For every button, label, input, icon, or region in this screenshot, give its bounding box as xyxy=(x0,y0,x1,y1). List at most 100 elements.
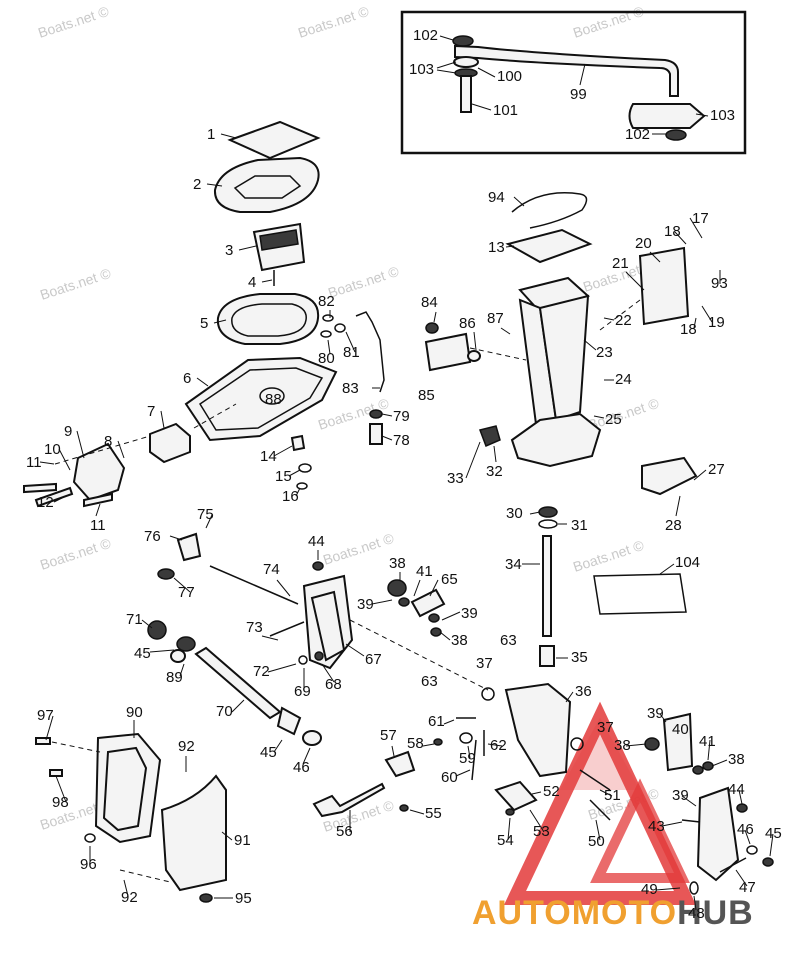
callout-23: 23 xyxy=(596,344,613,361)
callout-93: 93 xyxy=(711,275,728,292)
callout-18: 18 xyxy=(664,223,681,240)
callout-58: 58 xyxy=(407,735,424,752)
callout-44: 44 xyxy=(308,533,325,550)
shift-lever-parts xyxy=(312,717,538,818)
callout-9: 9 xyxy=(64,423,72,440)
callout-98: 98 xyxy=(52,794,69,811)
callout-38: 38 xyxy=(389,555,406,572)
callout-94: 94 xyxy=(488,189,505,206)
callout-19: 19 xyxy=(708,314,725,331)
callout-47: 47 xyxy=(739,879,756,896)
swivel-bracket-parts xyxy=(147,532,489,746)
brand-text-automoto: AUTOMOTO xyxy=(472,894,677,932)
watermark: Boats.net © xyxy=(296,3,371,41)
callout-14: 14 xyxy=(260,448,277,465)
callout-60: 60 xyxy=(441,769,458,786)
callout-100: 100 xyxy=(497,68,522,85)
watermark: Boats.net © xyxy=(38,265,113,303)
callout-72: 72 xyxy=(253,663,270,680)
callout-89: 89 xyxy=(166,669,183,686)
automotohub-logo: AUTOMOTOHUB xyxy=(472,701,754,932)
callout-labels: 1 2 3 4 5 6 88 7 8 9 10 11 12 11 14 15 1… xyxy=(26,126,782,922)
callout-79: 79 xyxy=(393,408,410,425)
callout-50: 50 xyxy=(588,833,605,850)
callout-75: 75 xyxy=(197,506,214,523)
callout-41: 41 xyxy=(416,563,433,580)
watermark: Boats.net © xyxy=(38,535,113,573)
callout-86: 86 xyxy=(459,315,476,332)
callout-45: 45 xyxy=(765,825,782,842)
callout-82: 82 xyxy=(318,293,335,310)
callout-103: 103 xyxy=(710,107,735,124)
cover-assembly xyxy=(23,120,338,508)
callout-92: 92 xyxy=(121,889,138,906)
callout-15: 15 xyxy=(275,468,292,485)
shift-rod-parts xyxy=(320,311,385,445)
callout-38: 38 xyxy=(451,632,468,649)
callout-52: 52 xyxy=(543,783,560,800)
callout-39: 39 xyxy=(672,787,689,804)
callout-18: 18 xyxy=(680,321,697,338)
brand-text-hub: HUB xyxy=(677,894,754,932)
callout-24: 24 xyxy=(615,371,632,388)
callout-99: 99 xyxy=(570,86,587,103)
callout-53: 53 xyxy=(533,823,550,840)
callout-7: 7 xyxy=(147,403,155,420)
callout-16: 16 xyxy=(282,488,299,505)
callout-76: 76 xyxy=(144,528,161,545)
callout-65: 65 xyxy=(441,571,458,588)
callout-25: 25 xyxy=(605,411,622,428)
callout-68: 68 xyxy=(325,676,342,693)
callout-70: 70 xyxy=(216,703,233,720)
callout-43: 43 xyxy=(648,818,665,835)
watermark: Boats.net © xyxy=(571,537,646,575)
callout-40: 40 xyxy=(672,721,689,738)
callout-59: 59 xyxy=(459,750,476,767)
callout-5: 5 xyxy=(200,315,208,332)
callout-46: 46 xyxy=(737,821,754,838)
callout-11: 11 xyxy=(26,454,42,471)
callout-56: 56 xyxy=(336,823,353,840)
callout-84: 84 xyxy=(421,294,438,311)
callout-20: 20 xyxy=(635,235,652,252)
callout-38: 38 xyxy=(614,737,631,754)
callout-88: 88 xyxy=(265,391,282,408)
callout-38: 38 xyxy=(728,751,745,768)
callout-91: 91 xyxy=(234,832,251,849)
callout-36: 36 xyxy=(575,683,592,700)
callout-46: 46 xyxy=(293,759,310,776)
callout-45: 45 xyxy=(134,645,151,662)
callout-85: 85 xyxy=(418,387,435,404)
callout-3: 3 xyxy=(225,242,233,259)
callout-28: 28 xyxy=(665,517,682,534)
callout-104: 104 xyxy=(675,554,700,571)
callout-95: 95 xyxy=(235,890,252,907)
callout-22: 22 xyxy=(615,312,632,329)
callout-102: 102 xyxy=(625,126,650,143)
callout-87: 87 xyxy=(487,310,504,327)
callout-21: 21 xyxy=(612,255,629,272)
callout-44: 44 xyxy=(728,781,745,798)
callout-63: 63 xyxy=(421,673,438,690)
callout-6: 6 xyxy=(183,370,191,387)
callout-37: 37 xyxy=(476,655,493,672)
callout-57: 57 xyxy=(380,727,397,744)
callout-27: 27 xyxy=(708,461,725,478)
callout-63: 63 xyxy=(500,632,517,649)
callout-67: 67 xyxy=(365,651,382,668)
callout-77: 77 xyxy=(178,584,195,601)
callout-1: 1 xyxy=(207,126,215,143)
callout-17: 17 xyxy=(692,210,709,227)
watermark: Boats.net © xyxy=(571,3,646,41)
callout-78: 78 xyxy=(393,432,410,449)
callout-8: 8 xyxy=(104,433,112,450)
callout-39: 39 xyxy=(461,605,478,622)
callout-55: 55 xyxy=(425,805,442,822)
lower-covers xyxy=(35,732,227,903)
callout-97: 97 xyxy=(37,707,54,724)
callout-2: 2 xyxy=(193,176,201,193)
driveshaft-housing xyxy=(424,192,698,496)
watermark: Boats.net © xyxy=(326,263,401,301)
callout-73: 73 xyxy=(246,619,263,636)
